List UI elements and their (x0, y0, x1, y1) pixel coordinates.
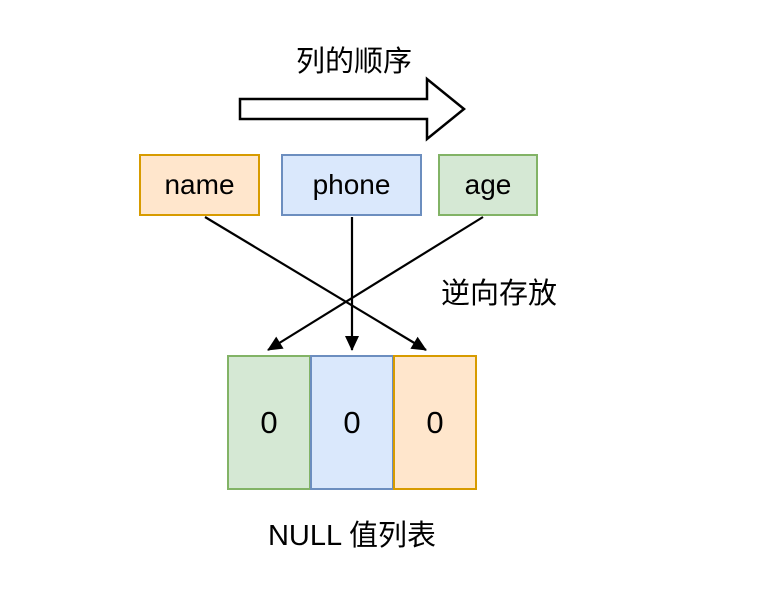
null-cell-middle: 0 (310, 355, 394, 490)
null-cell-right: 0 (393, 355, 477, 490)
column-box-name: name (139, 154, 260, 216)
right-block-arrow-icon (238, 76, 466, 142)
column-box-age-label: age (464, 169, 512, 200)
null-cell-left: 0 (227, 355, 311, 490)
reverse-storage-note: 逆向存放 (441, 278, 558, 310)
null-cell-middle-value: 0 (343, 404, 361, 440)
connector-name-to-right-cell (204, 216, 427, 351)
null-cell-right-value: 0 (426, 404, 444, 440)
null-list-caption: NULL 值列表 (267, 520, 437, 552)
null-cell-left-value: 0 (260, 404, 278, 440)
column-box-name-label: name (164, 169, 235, 200)
column-box-age: age (438, 154, 538, 216)
column-box-phone: phone (281, 154, 422, 216)
column-box-phone-label: phone (312, 169, 391, 200)
order-title: 列的顺序 (295, 46, 412, 78)
